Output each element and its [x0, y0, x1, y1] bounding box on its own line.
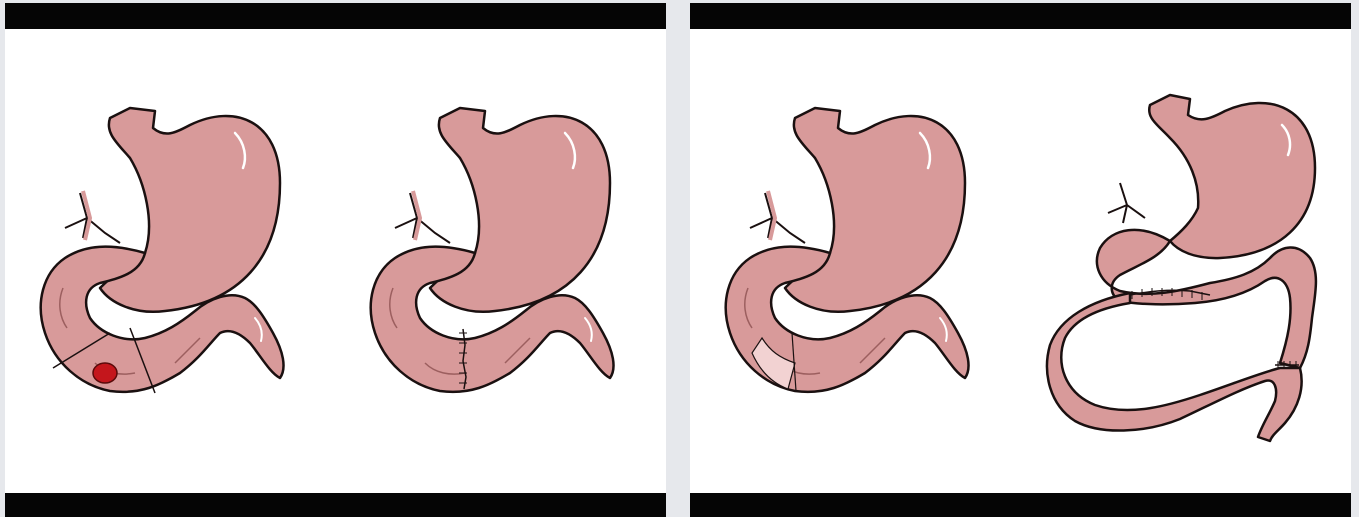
stomach-duodenum-patch-illustration: [690, 33, 1020, 473]
letterbox-bottom-bar: [690, 493, 1351, 517]
letterbox-top-bar: [5, 3, 666, 29]
letterbox-bottom-bar: [5, 493, 666, 517]
stomach-duodenum-lesion-illustration: [5, 33, 335, 473]
illustration-panel-left: [5, 3, 666, 517]
stomach-duodenum-anastomosis-illustration: [335, 33, 665, 473]
letterbox-top-bar: [690, 3, 1351, 29]
ulcer-lesion: [93, 363, 117, 383]
stomach-roux-loop-illustration: [1020, 33, 1350, 473]
illustration-panel-right: [690, 3, 1351, 517]
